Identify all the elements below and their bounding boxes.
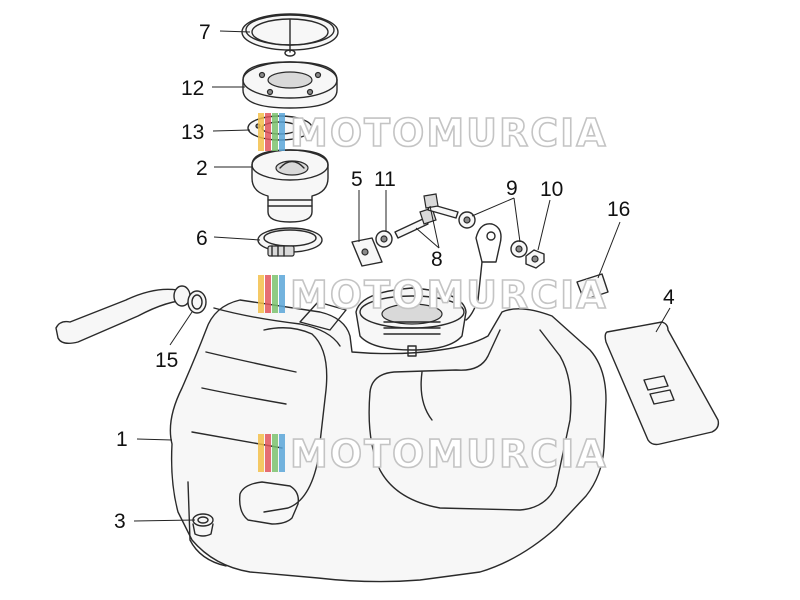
- watermark-stripe: [279, 434, 285, 472]
- watermark-stripe: [265, 113, 271, 151]
- leader-16: [597, 221, 621, 279]
- callout-11: 11: [374, 168, 396, 191]
- part-1-fuel-tank: [169, 261, 607, 583]
- leader-8b: [429, 205, 440, 249]
- leader-9b: [513, 197, 521, 243]
- leader-4: [655, 307, 671, 333]
- part-11-washer: [375, 230, 393, 248]
- callout-12: 12: [181, 77, 204, 100]
- leader-13: [212, 129, 251, 132]
- part-4-pad: [604, 321, 720, 446]
- part-8-bolts: [394, 193, 459, 239]
- watermark-text: MOTOMURCIA: [290, 273, 608, 317]
- callout-6: 6: [196, 227, 208, 250]
- callout-7: 7: [199, 21, 211, 44]
- watermark-stripe: [258, 275, 264, 313]
- callout-labels: 7 12 13 2 6 5 11 9 10 16 8 4 15 1 3: [114, 21, 675, 533]
- watermark-text: MOTOMURCIA: [290, 432, 608, 476]
- leader-3: [133, 519, 196, 522]
- leader-15: [169, 311, 193, 346]
- watermark-stripe: [272, 113, 278, 151]
- callout-10: 10: [540, 178, 563, 201]
- part-15-hose-and-clamp: [55, 285, 207, 345]
- leader-8a: [415, 227, 440, 249]
- leader-1: [136, 438, 173, 441]
- callout-13: 13: [181, 121, 204, 144]
- watermark-bottom: MOTOMURCIA: [258, 431, 608, 477]
- leader-6: [213, 236, 261, 241]
- part-2-filler-neck: [251, 149, 329, 223]
- callout-16: 16: [607, 198, 630, 221]
- watermark-stripe: [265, 275, 271, 313]
- callout-5: 5: [351, 168, 363, 191]
- part-7-lock-ring: [241, 13, 339, 57]
- part-12-flange: [242, 61, 338, 109]
- callout-8: 8: [431, 248, 443, 271]
- watermark-stripe: [279, 113, 285, 151]
- watermark-top: MOTOMURCIA: [258, 110, 608, 156]
- watermark-stripe: [258, 113, 264, 151]
- callout-4: 4: [663, 286, 675, 309]
- watermark-stripe: [272, 434, 278, 472]
- callout-3: 3: [114, 510, 126, 533]
- watermark-stripe: [265, 434, 271, 472]
- callout-2: 2: [196, 157, 208, 180]
- leader-9a: [471, 197, 515, 217]
- part-16-clip: [576, 273, 609, 301]
- part-5-clip-nut: [351, 237, 383, 267]
- leader-10: [537, 199, 551, 251]
- callout-9: 9: [506, 177, 518, 200]
- watermark-middle: MOTOMURCIA: [258, 272, 608, 318]
- watermark-text: MOTOMURCIA: [290, 111, 608, 155]
- callout-15: 15: [155, 349, 178, 372]
- leader-7: [219, 30, 251, 33]
- watermark-stripe: [272, 275, 278, 313]
- watermark-stripe: [279, 275, 285, 313]
- callout-1: 1: [116, 428, 128, 451]
- part-10-nut: [525, 249, 545, 269]
- part-9-washers-bracket: [458, 211, 528, 263]
- part-6-hose-clamp: [257, 227, 323, 257]
- watermark-stripe: [258, 434, 264, 472]
- leader-lines: [133, 30, 671, 522]
